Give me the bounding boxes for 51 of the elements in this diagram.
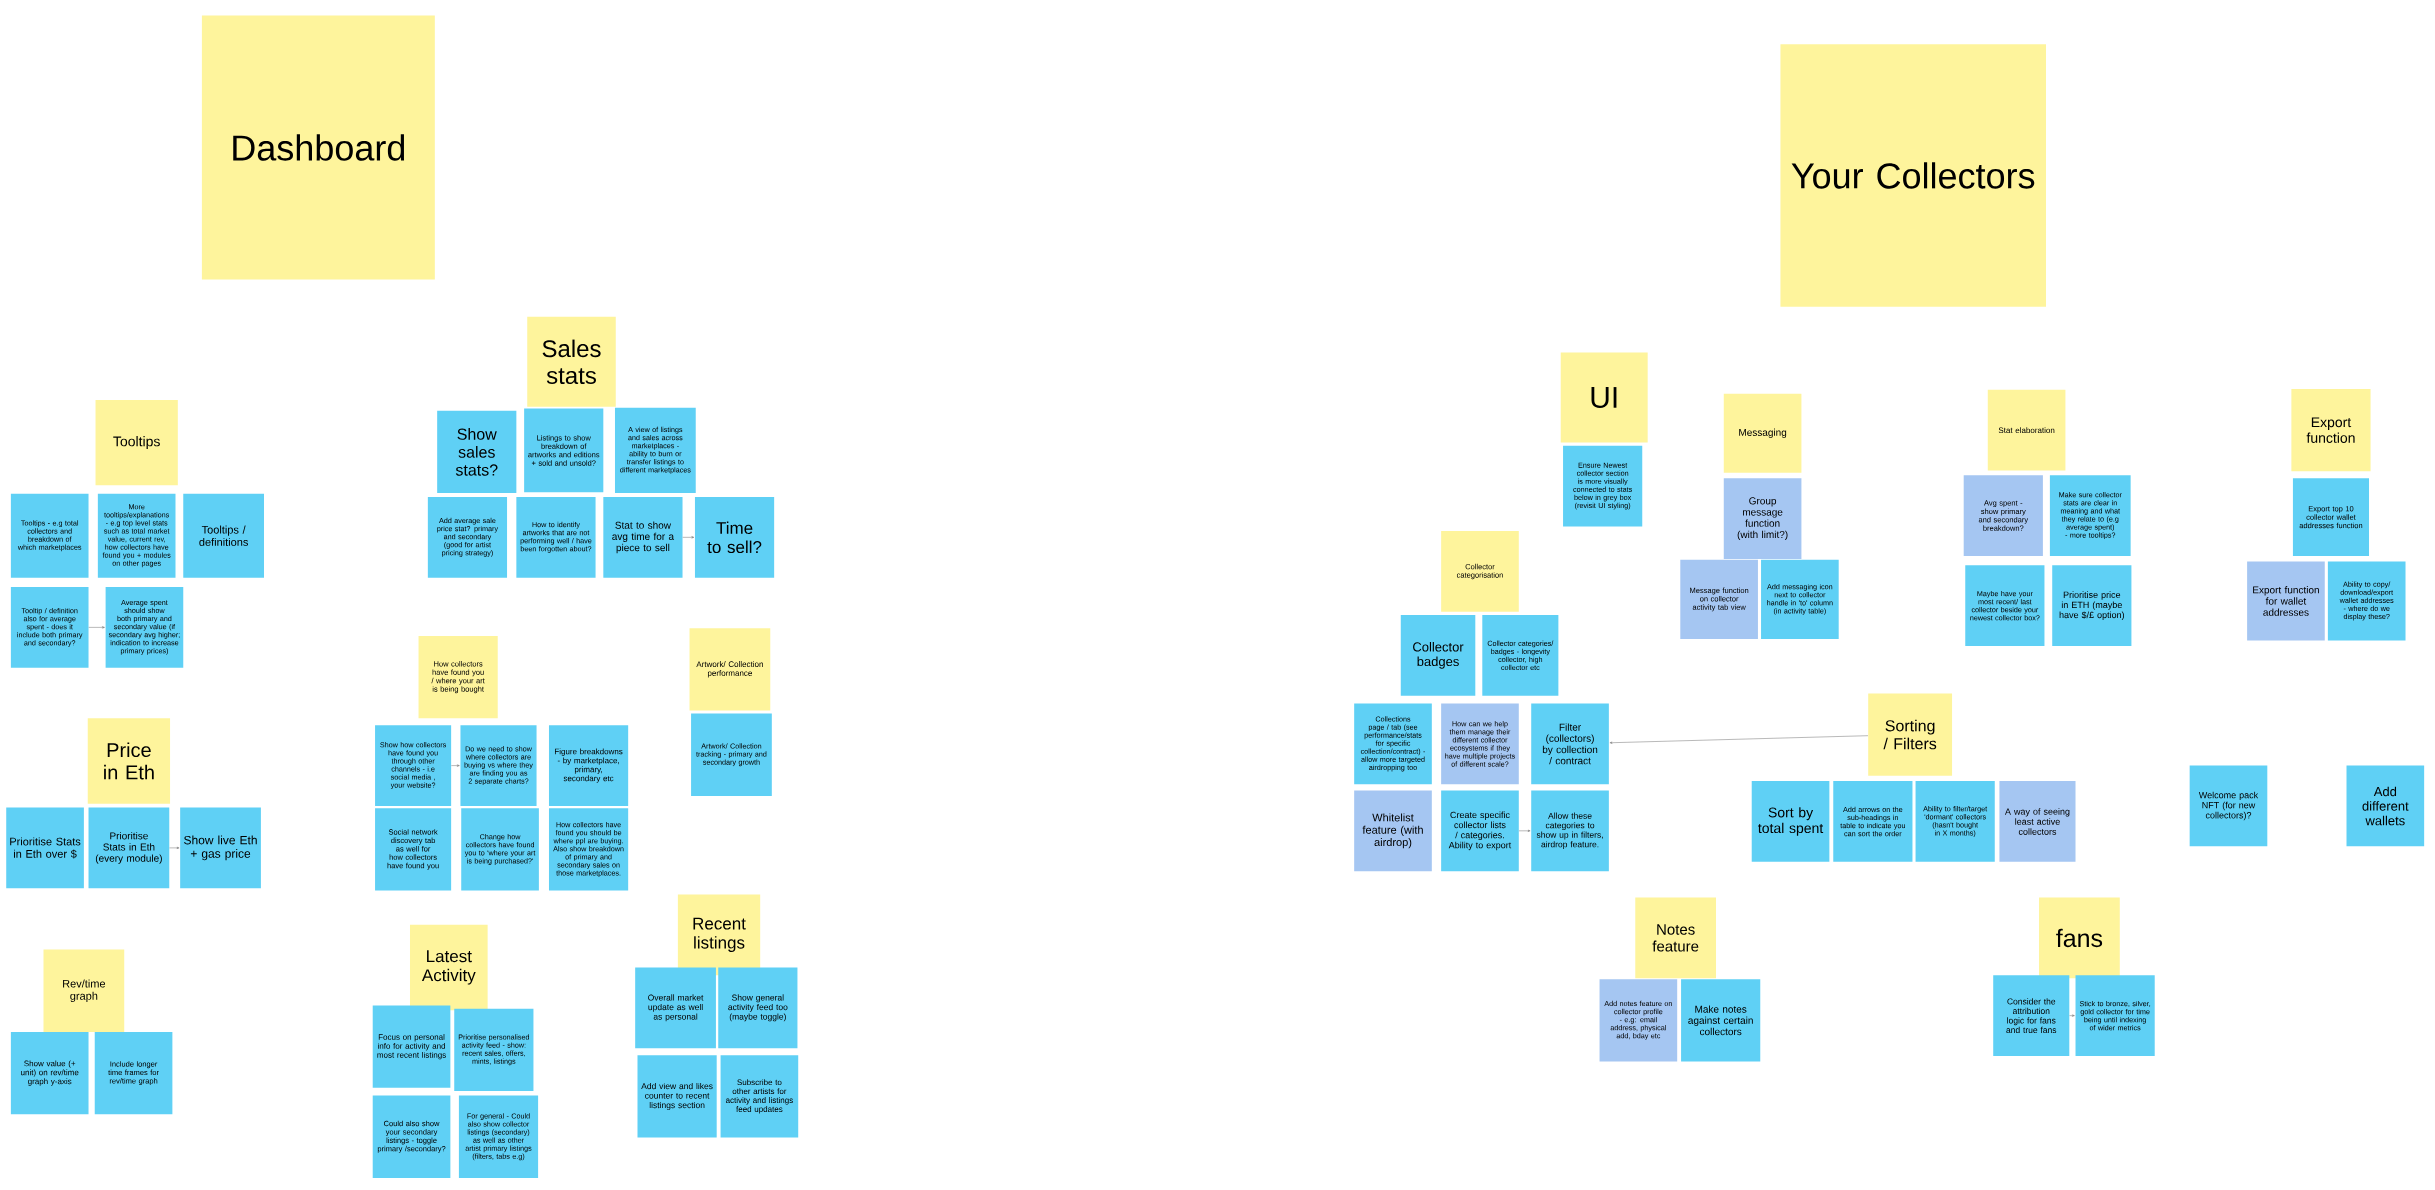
sticky-note: Recent listings [677,894,761,976]
sticky-note: Messaging [1723,393,1802,473]
sticky-note: Create specific collector lists / categories. Ability to export [1441,790,1519,872]
sticky-note: Allow these categories to show up in filters, airdrop feature. [1531,790,1609,872]
sticky-note: Filter (collectors) by collection / contract [1531,703,1609,785]
sticky-note: Prioritise Stats in Eth (every module) [88,807,170,889]
sticky-note: Sort by total spent [1751,781,1830,862]
sticky-note: Dashboard [201,15,435,280]
sticky-note: Welcome pack NFT (for new collectors)? [2189,765,2268,847]
sticky-note: Sorting / Filters [1868,693,1953,776]
sticky-note: Export function [2291,389,2371,472]
sticky-note: Collector badges [1400,614,1476,696]
sticky-note: Group message function (with limit?) [1723,478,1802,560]
sticky-note: Tooltips [95,399,178,486]
sticky-note: Stat to show avg time for a piece to sell [603,496,683,578]
arrow [2069,1014,2075,1017]
sticky-note: Time to sell? [694,496,775,578]
sticky-note: Rev/time graph [43,949,125,1032]
sticky-note: A way of seeing least active collectors [1999,781,2076,862]
arrow [1609,735,1869,744]
sticky-note: UI [1560,352,1648,443]
arrow [169,846,180,850]
sticky-note: Show general activity feed too (maybe toggle) [718,967,798,1049]
arrow [451,764,460,767]
sticky-note: Prioritise Stats in Eth over $ [6,807,84,889]
arrow [682,536,695,539]
sticky-note: Prioritise price in ETH (maybe have $/£ option) [2052,565,2132,646]
sticky-note: Tooltips / definitions [183,493,264,578]
sticky-note: Consider the attribution logic for fans and true fans [1993,975,2070,1056]
sticky-note: Your Collectors [1780,44,2046,307]
sticky-note: Sales stats [527,316,616,407]
sticky-note: Price in Eth [87,718,171,804]
sticky-note: Show live Eth + gas price [180,807,261,889]
sticky-note: Make notes against certain collectors [1681,979,1761,1062]
sticky-note: Artwork/ Collection performance [689,628,771,711]
sticky-note: Whitelist feature (with airdrop) [1354,790,1432,872]
arrow [88,626,105,629]
sticky-note: Add different wallets [2346,765,2425,847]
sticky-note: Subscribe to other artists for activity and listings feed updates [720,1055,799,1138]
arrow [1518,829,1531,832]
sticky-note: Export function for wallet addresses [2247,561,2325,641]
sticky-note: Stat elaboration [1987,389,2066,471]
sticky-note: fans [2039,897,2120,979]
sticky-note: Notes feature [1635,897,1716,979]
sticky-note: Figure breakdowns - by marketplace, primary, secondary etc [549,725,629,806]
sticky-note: Focus on personal info for activity and most recent listings [372,1005,451,1088]
sticky-note: Add view and likes counter to recent listings section [637,1055,717,1138]
sticky-note: Show sales stats? [437,410,517,494]
sticky-note: Latest Activity [410,924,488,1011]
sticky-note: Overall market update as well as personal [635,967,716,1049]
sticky-note: Show value (+ unit) on rev/time graph y-axis [10,1031,89,1115]
